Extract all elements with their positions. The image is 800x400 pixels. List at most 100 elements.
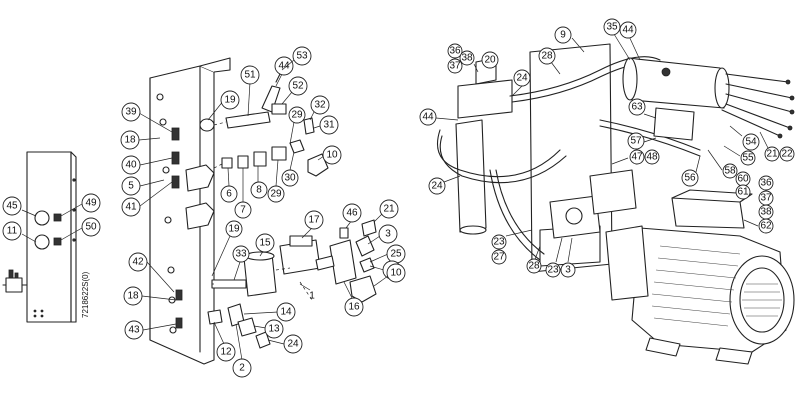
callout-21-bracket[interactable]: 21 [373, 199, 399, 223]
callout-51[interactable]: 51 [240, 65, 260, 117]
callout-22[interactable]: 22 [779, 146, 795, 162]
callout-40[interactable]: 40 [121, 155, 173, 175]
callout-24-mid[interactable]: 24 [428, 175, 461, 195]
svg-text:8: 8 [256, 185, 262, 196]
callout-15[interactable]: 15 [255, 233, 275, 257]
callout-23-right[interactable]: 23 [545, 237, 563, 278]
callout-18-bottom[interactable]: 18 [123, 286, 177, 306]
callout-13[interactable]: 13 [253, 319, 284, 339]
svg-text:24: 24 [431, 181, 443, 192]
callout-52[interactable]: 52 [281, 76, 308, 105]
callout-14[interactable]: 14 [243, 302, 296, 322]
callout-42[interactable]: 42 [128, 252, 175, 293]
svg-text:28: 28 [541, 51, 553, 62]
callout-32[interactable]: 32 [309, 95, 330, 121]
callout-20[interactable]: 20 [481, 51, 499, 69]
document-number: 7218622S(0) [81, 271, 90, 318]
callout-18-top[interactable]: 18 [120, 130, 161, 150]
svg-text:36: 36 [449, 46, 461, 57]
callout-62[interactable]: 62 [743, 218, 774, 234]
svg-text:22: 22 [781, 149, 793, 160]
svg-text:45: 45 [6, 201, 18, 212]
callout-21-assembly[interactable]: 21 [759, 131, 780, 162]
callout-61[interactable]: 61 [735, 184, 751, 200]
callout-44-bracket[interactable]: 44 [274, 56, 294, 87]
callout-54[interactable]: 54 [729, 125, 760, 151]
callout-29-upper[interactable]: 29 [288, 106, 306, 145]
svg-text:49: 49 [85, 198, 97, 209]
callout-47[interactable]: 47 [611, 149, 645, 165]
callout-3-bracket[interactable]: 3 [367, 224, 398, 245]
svg-text:18: 18 [124, 135, 136, 146]
svg-text:12: 12 [220, 347, 232, 358]
callout-58[interactable]: 58 [707, 149, 738, 179]
callout-12[interactable]: 12 [213, 321, 236, 362]
svg-text:33: 33 [235, 249, 247, 260]
callout-24-bracket[interactable]: 24 [267, 334, 303, 354]
callout-19-top[interactable]: 19 [207, 90, 240, 121]
svg-text:44: 44 [278, 61, 290, 72]
callout-57[interactable]: 57 [627, 132, 657, 150]
callout-28-top[interactable]: 28 [538, 47, 561, 75]
callout-23-left[interactable]: 23 [491, 229, 533, 250]
svg-text:44: 44 [622, 25, 634, 36]
callout-10-upper[interactable]: 10 [317, 145, 342, 165]
svg-text:3: 3 [565, 265, 571, 276]
callout-7[interactable]: 7 [234, 168, 252, 219]
callout-10-lower[interactable]: 10 [373, 263, 406, 287]
svg-text:39: 39 [125, 107, 137, 118]
callout-38-lower[interactable]: 38 [758, 204, 774, 220]
callout-33[interactable]: 33 [232, 245, 250, 281]
callout-27[interactable]: 27 [491, 249, 507, 265]
callout-28-lower[interactable]: 28 [526, 245, 542, 274]
callout-46[interactable]: 46 [342, 203, 362, 229]
bracket-view [149, 57, 377, 365]
callout-38-top[interactable]: 38 [459, 50, 479, 73]
callout-63[interactable]: 63 [628, 98, 657, 119]
callout-60[interactable]: 60 [735, 171, 751, 187]
svg-text:37: 37 [449, 61, 461, 72]
callout-2[interactable]: 2 [232, 323, 252, 378]
callout-53[interactable]: 53 [281, 46, 312, 71]
callout-30[interactable]: 30 [281, 151, 299, 187]
callout-44-upper[interactable]: 44 [619, 21, 641, 61]
callout-49[interactable]: 49 [60, 193, 101, 217]
callout-29-lower[interactable]: 29 [267, 159, 285, 203]
svg-text:51: 51 [244, 70, 256, 81]
callout-17[interactable]: 17 [301, 210, 324, 239]
callout-8[interactable]: 8 [250, 166, 268, 199]
callout-35[interactable]: 35 [603, 18, 631, 61]
callout-3-assembly[interactable]: 3 [560, 237, 576, 278]
callout-9-assembly[interactable]: 9 [554, 26, 585, 53]
callout-25[interactable]: 25 [369, 244, 406, 264]
callout-1: 1 [299, 283, 315, 302]
callout-24-upper[interactable]: 24 [511, 69, 531, 97]
svg-text:2: 2 [239, 363, 245, 374]
callout-36-top[interactable]: 36 [447, 43, 463, 59]
callout-41[interactable]: 41 [121, 181, 173, 217]
svg-text:29: 29 [270, 189, 282, 200]
callout-37-lower[interactable]: 37 [758, 190, 774, 206]
callout-50[interactable]: 50 [60, 217, 101, 241]
svg-text:36: 36 [760, 178, 772, 189]
callout-16[interactable]: 16 [343, 281, 364, 317]
callout-45[interactable]: 45 [2, 196, 37, 217]
callout-44-assembly[interactable]: 44 [419, 108, 459, 126]
callout-39[interactable]: 39 [121, 102, 173, 133]
svg-text:15: 15 [259, 238, 271, 249]
callout-5[interactable]: 5 [121, 176, 165, 196]
svg-text:27: 27 [493, 252, 505, 263]
svg-text:55: 55 [742, 153, 754, 164]
callout-48[interactable]: 48 [644, 149, 660, 165]
svg-text:24: 24 [516, 73, 528, 84]
callout-43[interactable]: 43 [124, 320, 177, 340]
callout-19-lower[interactable]: 19 [211, 220, 243, 277]
callout-6[interactable]: 6 [220, 167, 238, 203]
callout-31[interactable]: 31 [313, 115, 339, 135]
callout-11[interactable]: 11 [2, 221, 37, 243]
callout-37-top[interactable]: 37 [447, 58, 463, 74]
callout-56[interactable]: 56 [681, 155, 701, 187]
callout-55[interactable]: 55 [723, 145, 756, 166]
callout-36-lower[interactable]: 36 [758, 175, 774, 191]
